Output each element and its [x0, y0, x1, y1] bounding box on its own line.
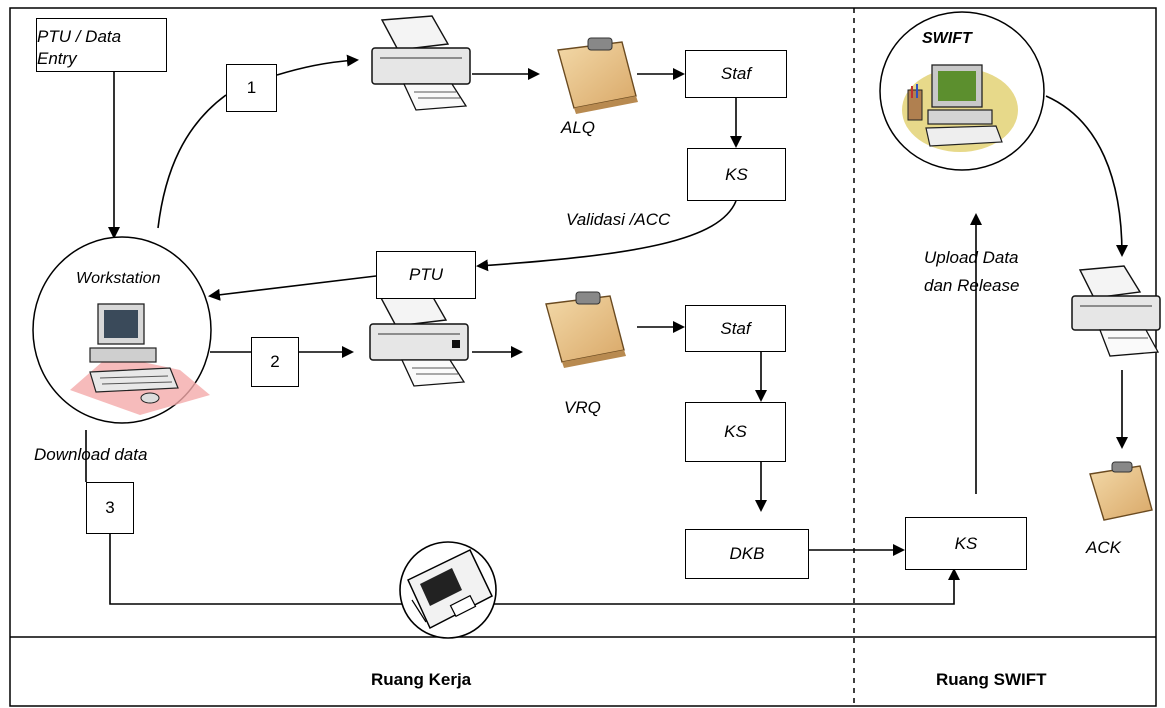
- arrow-step3-to-ks-swift: [109, 534, 960, 605]
- arrow-ptu-to-workstation: [208, 275, 377, 301]
- workstation-computer-icon: [70, 303, 210, 415]
- alq-label: ALQ: [561, 118, 596, 137]
- ptu-label: PTU: [409, 265, 443, 284]
- outer-frame: [9, 7, 1157, 707]
- download-label: Download data: [34, 445, 148, 464]
- validasi-label: Validasi /ACC: [566, 210, 671, 229]
- arrow-workstation-to-step1: [157, 94, 227, 229]
- clipboard-icon-alq: [557, 37, 638, 114]
- connectors: [85, 54, 1128, 605]
- ack-label: ACK: [1086, 538, 1121, 557]
- ks-box-2: KS: [685, 402, 786, 462]
- swift-computer-icon: [902, 64, 1018, 152]
- floppy-disk-icon: [399, 541, 497, 639]
- upload-label-line2: dan Release: [924, 276, 1020, 295]
- swift-label: SWIFT: [922, 30, 972, 47]
- staf-box-2: Staf: [685, 305, 786, 352]
- ptu-data-entry-line2: Entry: [37, 49, 77, 68]
- ks-box-1: KS: [687, 148, 786, 201]
- ks-swift-box: KS: [905, 517, 1027, 570]
- ruang-swift-label: Ruang SWIFT: [936, 670, 1047, 689]
- printer-icon-2: [369, 291, 469, 387]
- ks-1-label: KS: [725, 164, 748, 184]
- dkb-label: DKB: [729, 544, 765, 563]
- dkb-box: DKB: [685, 529, 809, 579]
- upload-label-line1: Upload Data: [924, 248, 1019, 267]
- arrow-step1-to-printer1: [276, 54, 359, 76]
- printer-icon-3: [1071, 265, 1161, 357]
- step-2-box: 2: [251, 337, 299, 387]
- step-1-box: 1: [226, 64, 277, 112]
- arrow-swift-to-printer3: [1045, 95, 1128, 257]
- step-1-label: 1: [246, 78, 257, 97]
- printer-icon-1: [371, 15, 471, 111]
- clipboard-icon-ack: [1089, 461, 1153, 521]
- workstation-label: Workstation: [76, 270, 161, 287]
- step-2-label: 2: [270, 352, 280, 371]
- step-3-label: 3: [105, 498, 115, 517]
- ks-swift-label: KS: [954, 533, 978, 553]
- ruang-kerja-label: Ruang Kerja: [371, 670, 472, 689]
- staf-2-label: Staf: [720, 318, 751, 338]
- staf-1-label: Staf: [720, 64, 752, 83]
- ptu-data-entry-box: PTU / Data Entry: [36, 18, 167, 72]
- step-3-box: 3: [86, 482, 134, 534]
- ks-2-label: KS: [724, 422, 747, 441]
- ptu-data-entry-line1: PTU / Data: [37, 27, 122, 46]
- clipboard-icon-vrq: [545, 291, 626, 368]
- ptu-box: PTU: [376, 251, 476, 299]
- vrq-label: VRQ: [564, 398, 601, 417]
- arrow-ks1-to-ptu: [476, 200, 737, 272]
- staf-box-1: Staf: [685, 50, 787, 98]
